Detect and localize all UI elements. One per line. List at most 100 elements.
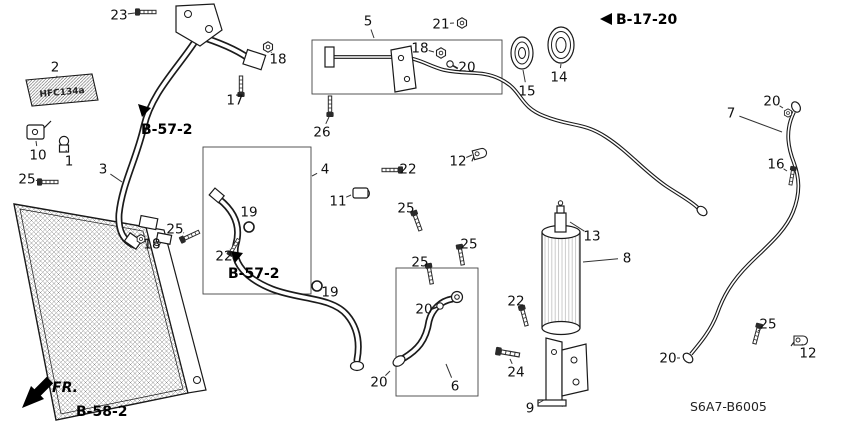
ref-b-58-2[interactable]: B-58-2: [76, 404, 128, 420]
ref-links: B-17-20 B-57-2 B-57-2 B-58-2: [76, 12, 678, 420]
callout-13: 13: [583, 229, 600, 245]
b-57-2-arrow-icon: [138, 104, 151, 117]
leader-line: [239, 94, 243, 97]
leader-line: [739, 115, 783, 133]
callout-18: 18: [143, 237, 160, 253]
nut-18-icon: [435, 47, 447, 59]
callout-7: 7: [727, 106, 736, 122]
ref-b-57-2-b[interactable]: B-57-2: [228, 266, 280, 282]
leader-line: [519, 308, 522, 311]
bracket-plate: [175, 3, 223, 47]
hose6-end-fitting: [392, 355, 406, 367]
callout-18: 18: [269, 52, 286, 68]
leader-line: [325, 116, 330, 125]
callout-6: 6: [451, 379, 460, 395]
callout-17: 17: [226, 93, 243, 109]
clamp-12-icon: [790, 335, 809, 347]
grommet-15: [510, 36, 534, 70]
leader-line: [460, 248, 463, 251]
callout-20: 20: [415, 302, 432, 318]
nut-21-icon: [456, 17, 468, 29]
callout-9: 9: [526, 401, 535, 417]
callout-23: 23: [110, 8, 127, 24]
bracket-hole: [551, 349, 557, 355]
ref-b-17-20[interactable]: B-17-20: [616, 12, 678, 28]
callout-4: 4: [321, 162, 330, 178]
hose6-eye-hole: [454, 294, 460, 300]
leader-line: [270, 51, 272, 53]
pipe5-end-fitting: [696, 205, 708, 217]
receiver-drier-8: [494, 200, 589, 407]
callout-12: 12: [799, 346, 816, 362]
fr-label: FR.: [52, 380, 78, 396]
leader-line: [509, 358, 513, 365]
leader-line: [411, 214, 414, 217]
bracket-hole: [570, 356, 578, 364]
bolt-26-icon: [325, 95, 335, 118]
fr-arrow-icon: [22, 376, 54, 408]
callout-15: 15: [518, 84, 535, 100]
bracket-hole: [397, 54, 405, 62]
leader-line: [35, 179, 41, 182]
condenser: [13, 203, 207, 421]
valve-cap: [556, 205, 565, 214]
hose3-flange: [236, 41, 274, 98]
callout-3: 3: [99, 162, 108, 178]
leader-line: [35, 140, 38, 147]
ref-b-57-2-a[interactable]: B-57-2: [141, 122, 193, 138]
sticker-shape: [25, 73, 99, 107]
callout-24: 24: [507, 365, 524, 381]
sticker-text: HFC134a: [39, 86, 85, 100]
callout-2: 2: [51, 60, 60, 76]
leader-line: [537, 399, 545, 404]
rear-pipe-7: [682, 101, 809, 364]
bolt-23-icon: [134, 7, 157, 17]
callout-21: 21: [432, 17, 449, 33]
bracket-9-plate: [545, 337, 563, 407]
leader-line: [345, 194, 352, 198]
pipe5-bracket: [390, 45, 417, 93]
callout-22: 22: [507, 294, 524, 310]
receiver-hose-4: [208, 187, 365, 372]
valve-1: [58, 135, 70, 153]
condenser-side-tank: [145, 226, 207, 394]
callout-19: 19: [321, 285, 338, 301]
callout-20: 20: [763, 94, 780, 110]
pipe-clamp-11: [352, 187, 370, 199]
callout-11: 11: [329, 194, 346, 210]
leader-line: [311, 172, 318, 177]
bolt-16-icon: [786, 165, 798, 186]
callout-20: 20: [659, 351, 676, 367]
valve-tip: [557, 200, 564, 206]
callout-18: 18: [411, 41, 428, 57]
callout-12: 12: [449, 154, 466, 170]
bracket-hole: [205, 25, 213, 33]
spec-sticker-2: HFC134a: [25, 73, 99, 107]
callout-25: 25: [460, 237, 477, 253]
callout-25: 25: [18, 172, 35, 188]
callout-26: 26: [313, 125, 330, 141]
sensor-10: [26, 120, 52, 140]
clamp-12-icon: [468, 146, 489, 162]
hose6-box: [395, 267, 479, 397]
callout-22: 22: [215, 249, 232, 265]
bracket-hole: [184, 10, 192, 18]
drier-body: [541, 231, 581, 329]
flange-plate: [242, 48, 267, 71]
callout-20: 20: [370, 375, 387, 391]
bolt-25-icon: [36, 177, 59, 187]
callout-10: 10: [29, 148, 46, 164]
leader-line: [385, 370, 391, 376]
leader-line: [559, 63, 562, 69]
pipe5-flange: [324, 46, 335, 68]
leader-line: [143, 239, 146, 241]
leader-line: [582, 258, 619, 263]
pipe5-box: [311, 39, 503, 95]
pipe7-bottom-fitting: [682, 352, 694, 364]
valve-13: [554, 212, 567, 233]
leader-line: [466, 154, 473, 158]
leader-line: [801, 343, 804, 346]
condenser-bracket-b: [155, 232, 173, 245]
diagram-code: S6A7-B6005: [690, 399, 767, 414]
